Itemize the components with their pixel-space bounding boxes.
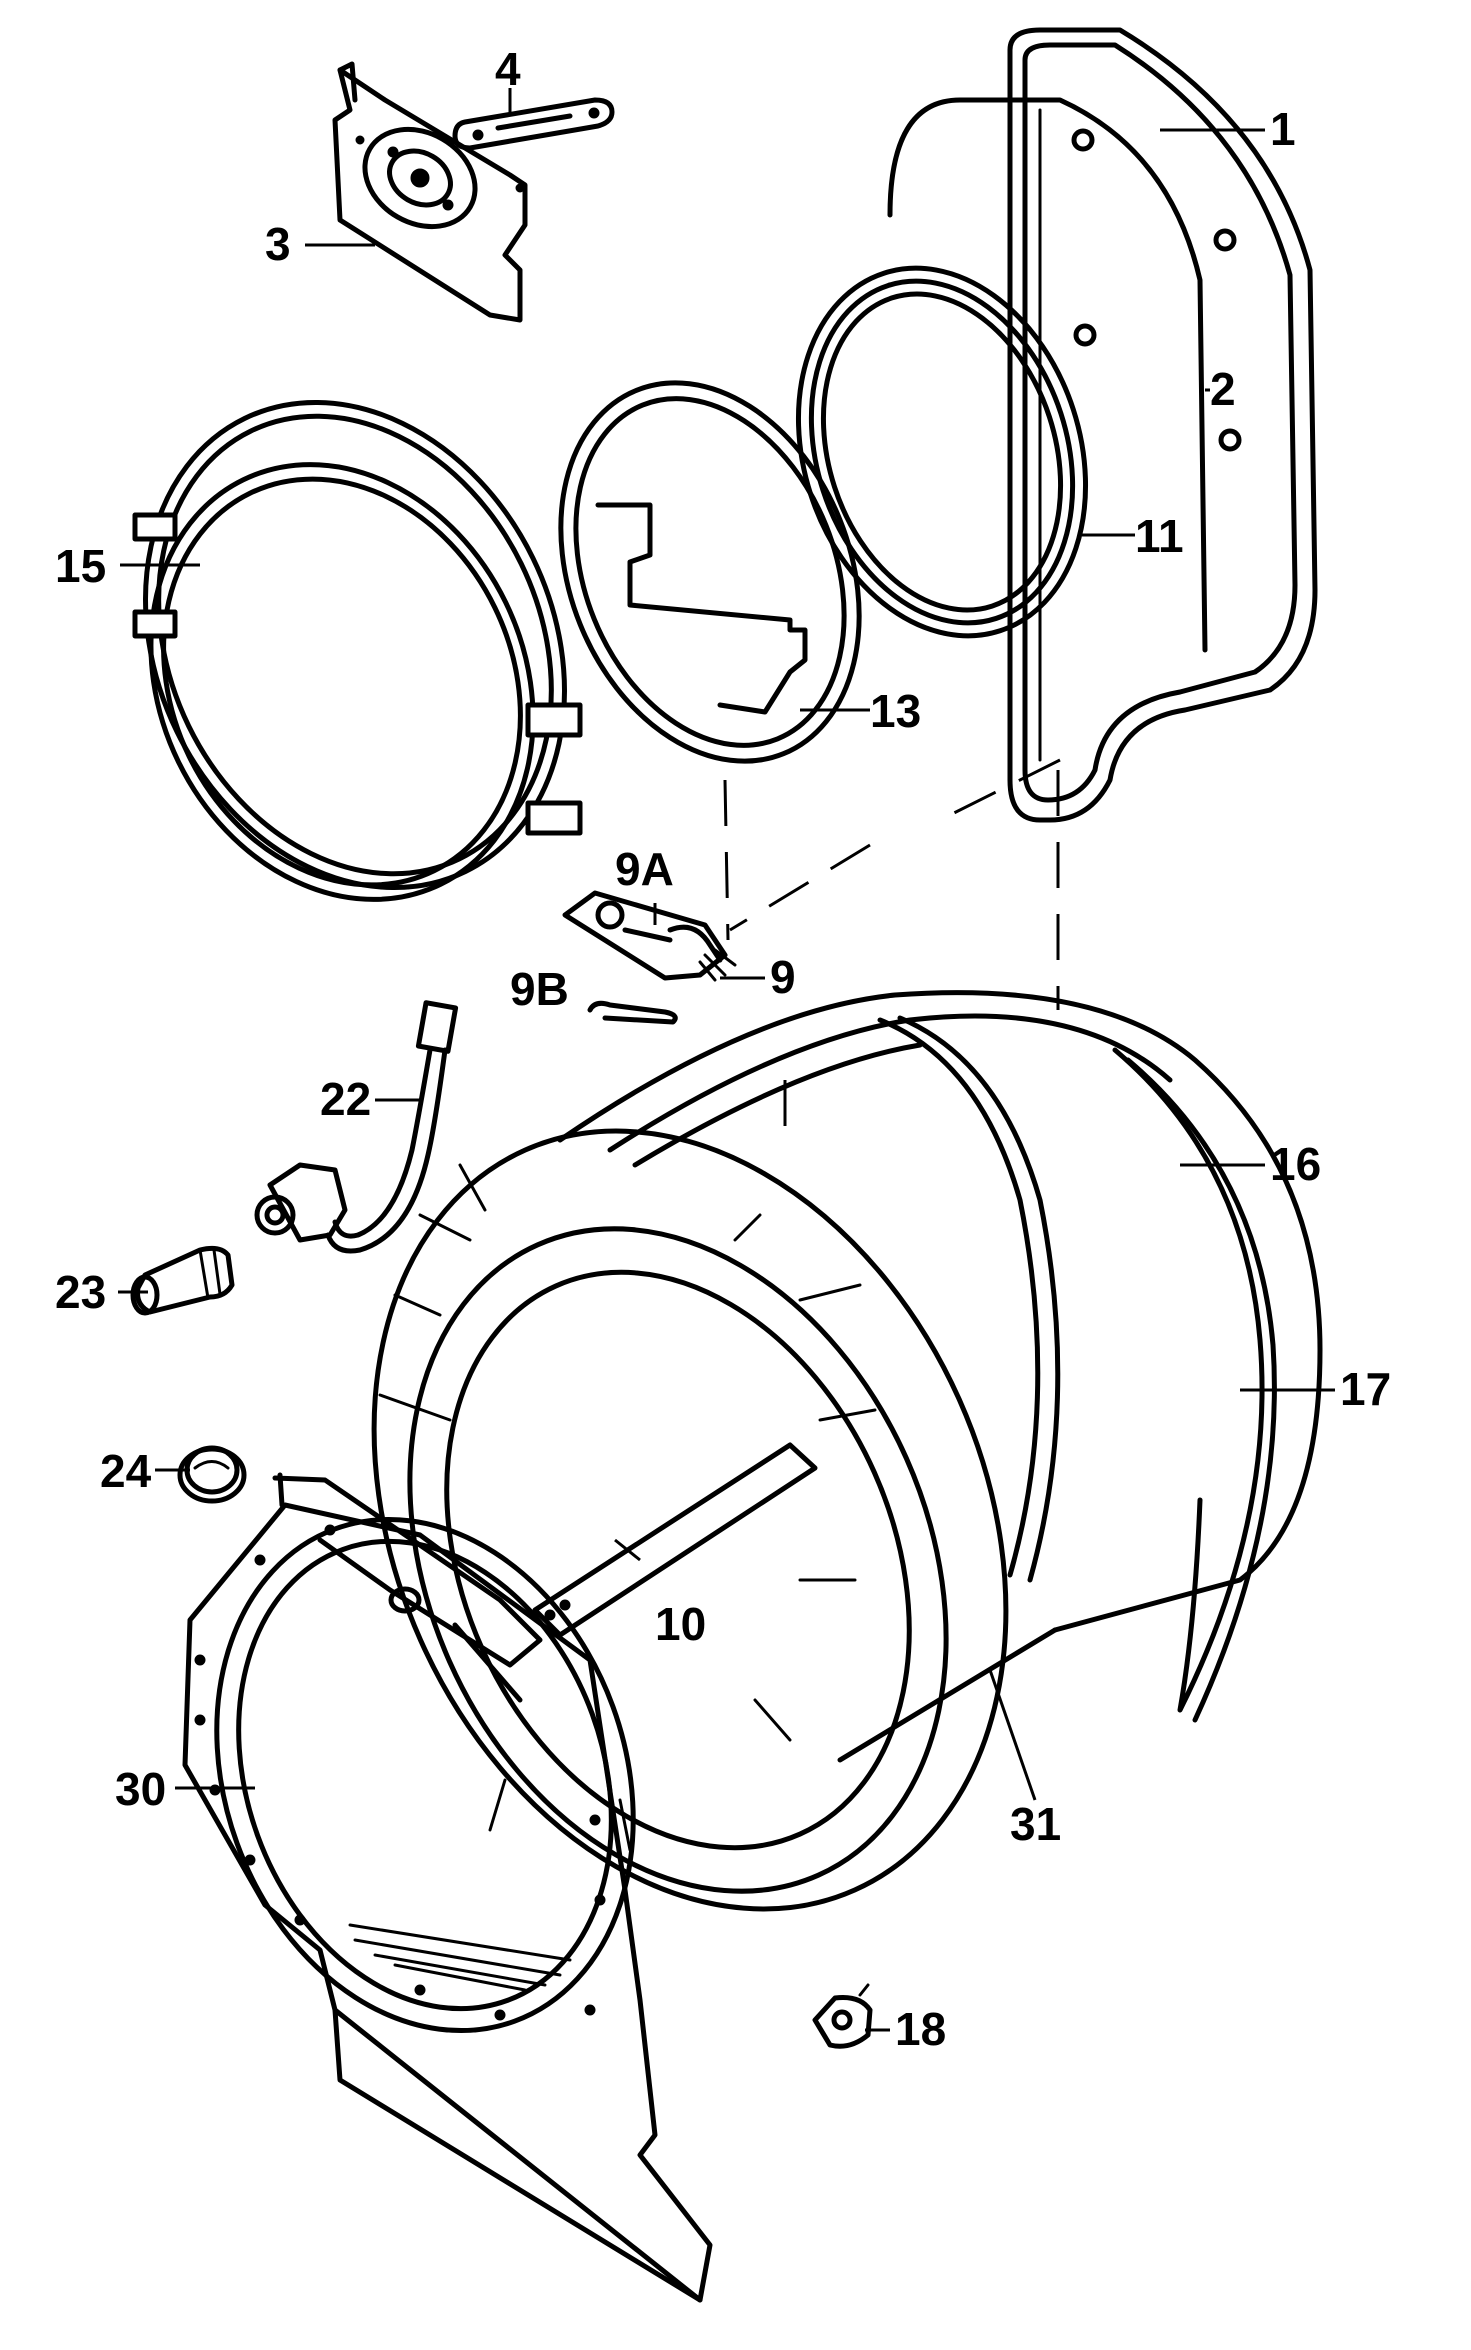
callout-9: 9 — [770, 951, 796, 1003]
thermostat-part-9 — [562, 890, 737, 982]
callout-10: 10 — [655, 1598, 706, 1650]
callout-15: 15 — [55, 540, 106, 592]
bracket-part-18 — [812, 1983, 873, 2049]
seal-ring-part-13 — [558, 380, 862, 764]
callout-11: 11 — [1135, 510, 1184, 562]
bulb-part-23 — [130, 1245, 235, 1316]
strap-part-4 — [452, 97, 615, 151]
callout-3: 3 — [265, 218, 291, 270]
lens-part-24 — [177, 1445, 247, 1504]
callout-9b: 9B — [510, 963, 569, 1015]
callout-24: 24 — [100, 1445, 152, 1497]
belt-part-17 — [1112, 1047, 1277, 1723]
front-ring-part-15 — [132, 399, 583, 902]
callout-9a: 9A — [615, 843, 674, 895]
callout-18: 18 — [895, 2003, 946, 2055]
callout-22: 22 — [320, 1073, 371, 1125]
callout-13: 13 — [870, 685, 921, 737]
leader-lines — [118, 88, 1335, 2032]
alignment-lines — [723, 758, 1061, 1150]
callout-2: 2 — [1210, 363, 1236, 415]
callout-4: 4 — [495, 43, 521, 95]
callout-1: 1 — [1270, 103, 1296, 155]
callout-labels: 1 2 3 4 15 13 11 9A 9 9B 22 16 23 17 24 … — [55, 43, 1391, 2055]
rear-seal-part-11 — [795, 265, 1089, 639]
callout-30: 30 — [115, 1763, 166, 1815]
drum-rib-part-31 — [877, 1015, 1061, 1583]
callout-23: 23 — [55, 1266, 106, 1318]
callout-17: 17 — [1340, 1363, 1391, 1415]
harness-part-22 — [254, 1000, 459, 1254]
front-bulkhead-part-30 — [182, 1472, 713, 2303]
rear-panel-part-1 — [1007, 27, 1318, 823]
callout-31: 31 — [1010, 1798, 1061, 1850]
bearing-bracket-part-3 — [332, 61, 528, 323]
clip-part-9b — [587, 1000, 678, 1025]
callout-16: 16 — [1270, 1138, 1321, 1190]
rear-gasket-part-2 — [887, 97, 1208, 762]
